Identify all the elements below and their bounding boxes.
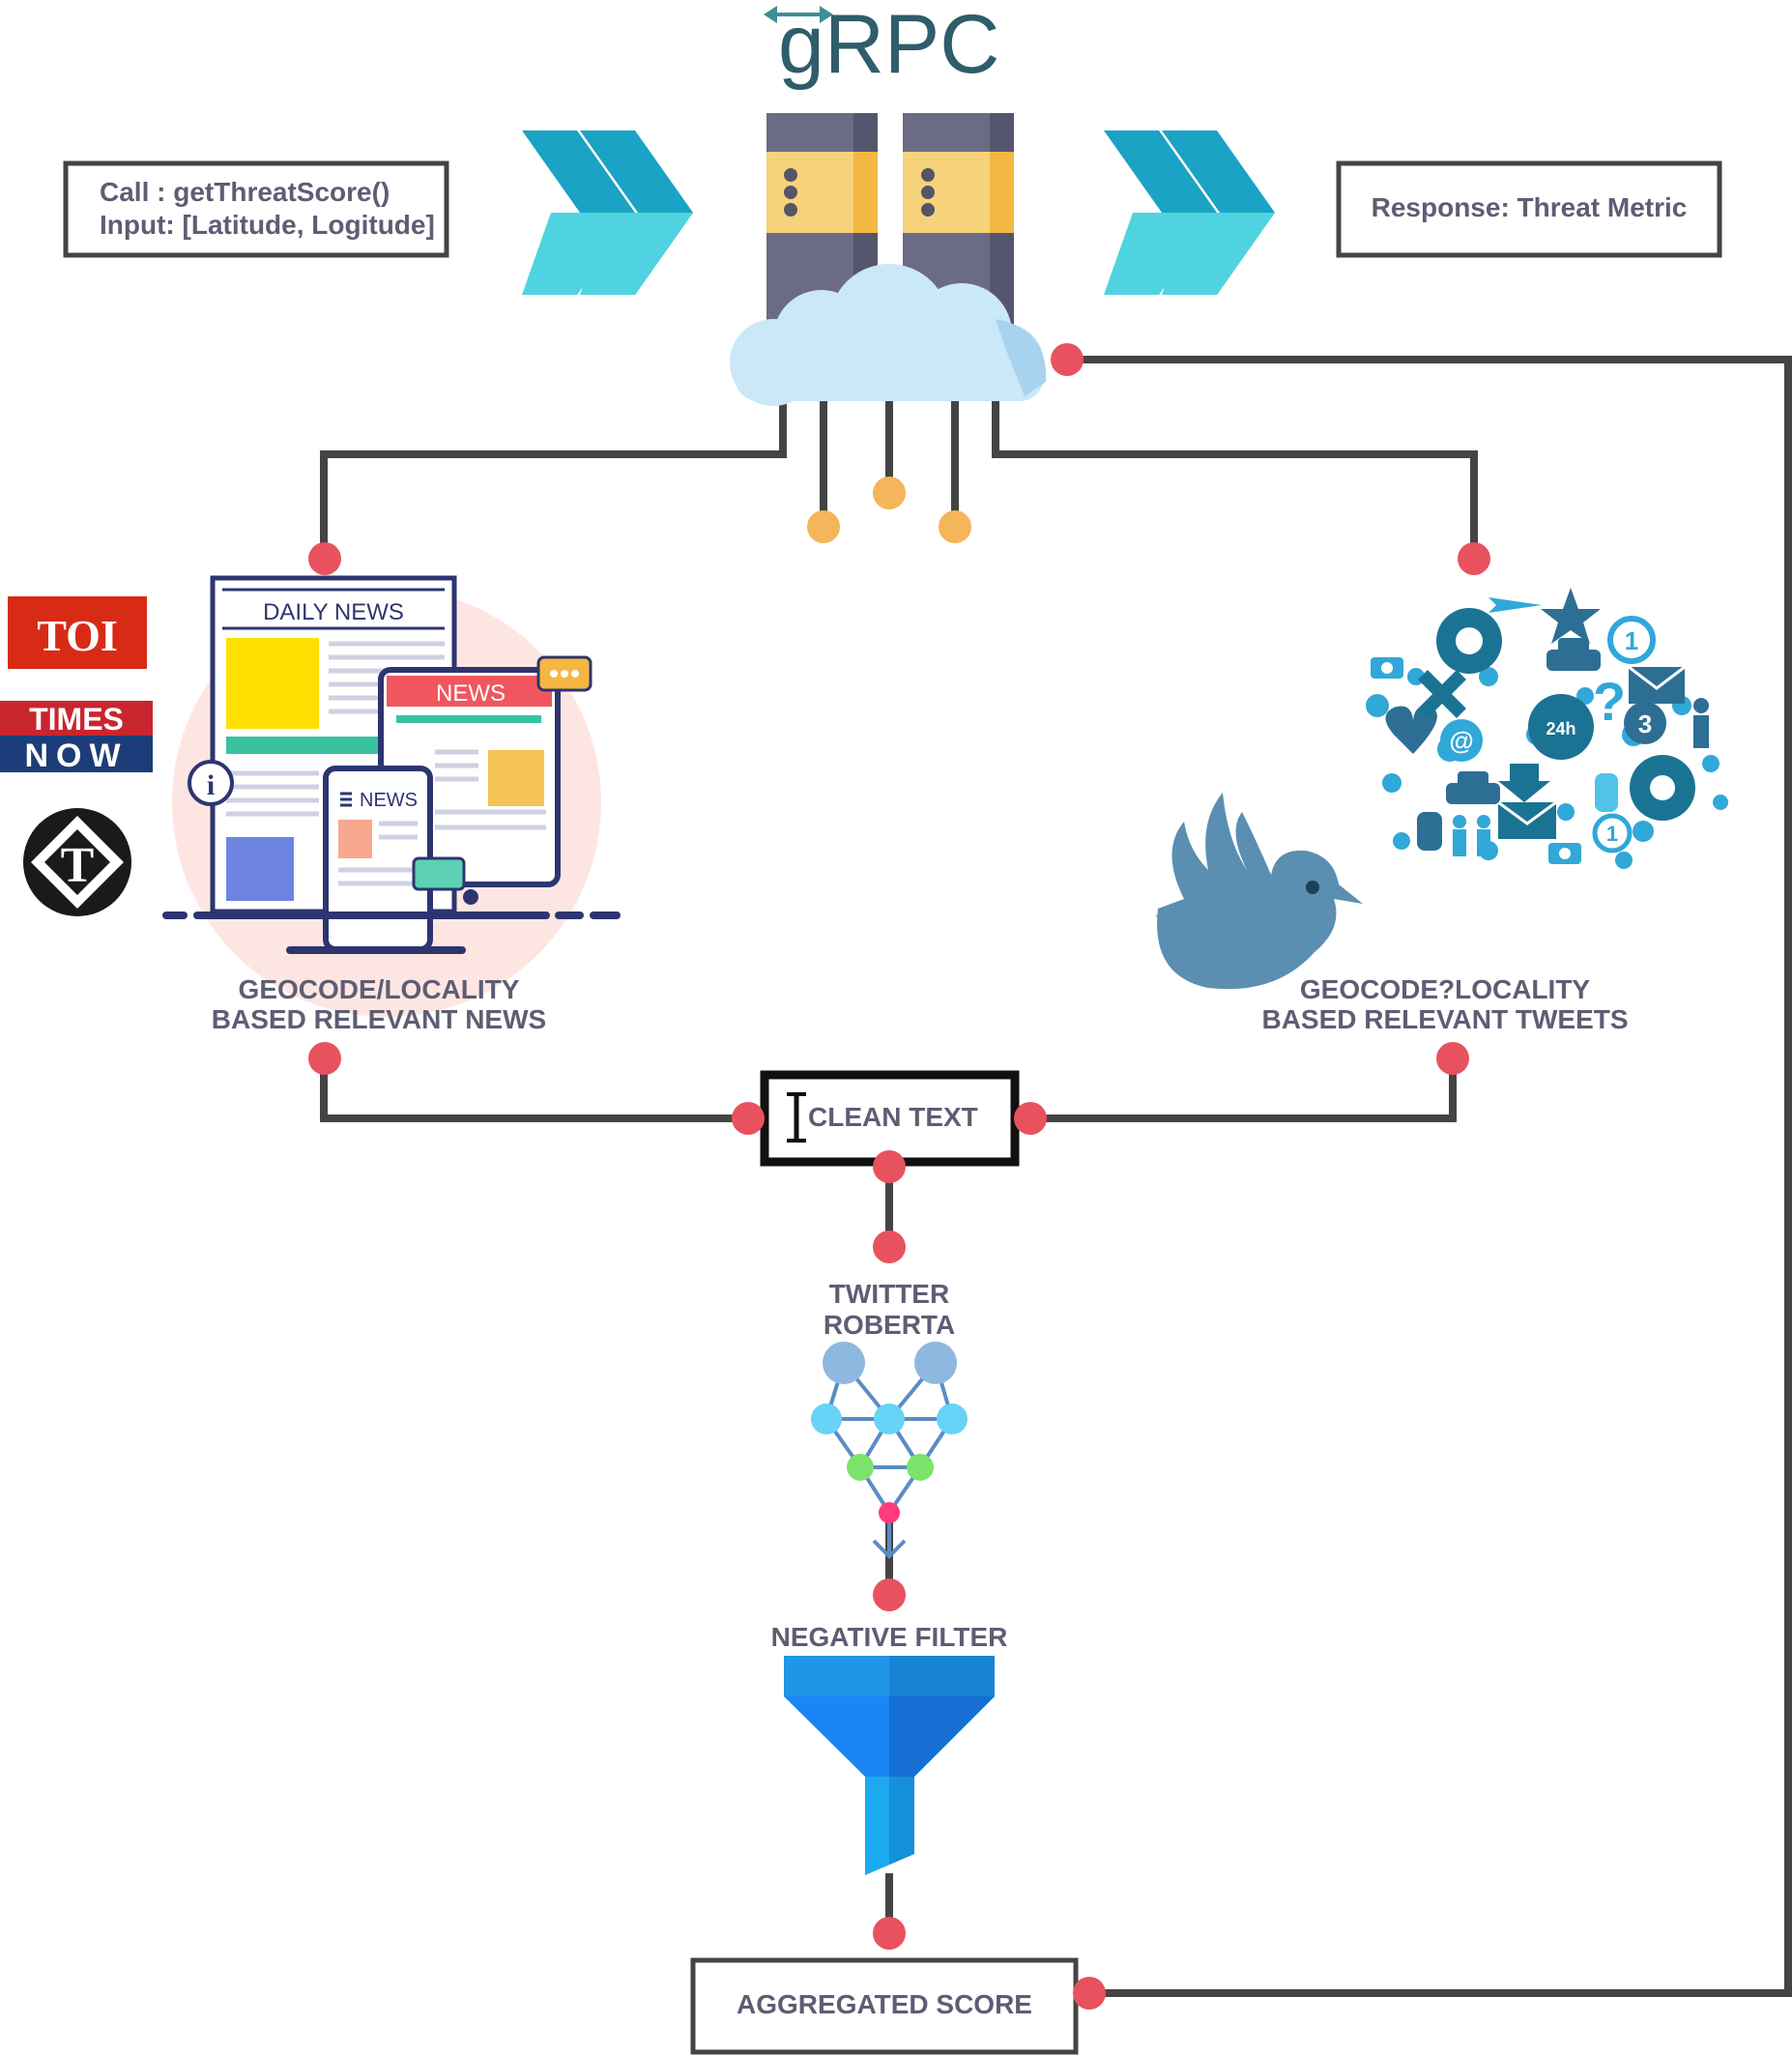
clean-text-box: CLEAN TEXT (760, 1070, 1020, 1167)
model-label-line2: ROBERTA (824, 1310, 955, 1340)
server-cloud-icon (730, 113, 1047, 543)
input-text: Input: [Latitude, Logitude] (100, 210, 435, 240)
person-icon (1453, 698, 1709, 856)
cross-icon (1418, 670, 1466, 718)
twitter-bird-icon (1155, 793, 1363, 990)
chevron-arrow-right-icon (1104, 130, 1275, 295)
clock-icon: 24h (1528, 694, 1594, 760)
phone-icon: NEWS (323, 766, 466, 952)
tweets-label-line1: GEOCODE?LOCALITY (1300, 974, 1591, 1004)
camera-icon (1371, 657, 1581, 864)
heart-icon (1385, 706, 1437, 754)
news-label-line1: GEOCODE/LOCALITY (239, 974, 520, 1004)
neural-network-icon (811, 1342, 968, 1559)
at-sign-icon: @ (1440, 719, 1483, 762)
clock-badge-text: 24h (1546, 719, 1575, 738)
svg-text:@: @ (1449, 726, 1473, 755)
response-box: Response: Threat Metric (1336, 160, 1722, 258)
aggregated-score-box: AGGREGATED SCORE (690, 1957, 1079, 2055)
car-icon (1446, 638, 1601, 804)
hand-icon (1417, 773, 1618, 851)
grpc-logo: gRPC (764, 0, 999, 91)
svg-text:3: 3 (1638, 709, 1652, 738)
grpc-logo-text: gRPC (778, 0, 999, 91)
model-label-line1: TWITTER (829, 1279, 949, 1309)
number-badge-icon: 1 3 1 (1592, 616, 1666, 854)
svg-text:?: ? (1593, 671, 1626, 732)
svg-text:i: i (207, 769, 215, 801)
news-illustration: DAILY NEWS NEWS (162, 575, 621, 1017)
info-icon: i (188, 760, 234, 806)
tweets-label-line2: BASED RELEVANT TWEETS (1261, 1004, 1628, 1034)
clean-text-label: CLEAN TEXT (808, 1102, 978, 1132)
call-box: Call : getThreatScore() Input: [Latitude… (63, 160, 449, 258)
mail-icon (1497, 665, 1686, 839)
chevron-arrow-left-icon (522, 130, 693, 295)
gear-icon (1436, 608, 1695, 821)
news-label-line2: BASED RELEVANT NEWS (212, 1004, 546, 1034)
call-text: Call : getThreatScore() (100, 177, 390, 207)
toi-logo-text: TOI (37, 611, 118, 660)
airplane-icon (1489, 597, 1542, 613)
phone-title: NEWS (360, 790, 418, 811)
newspaper-title: DAILY NEWS (263, 599, 404, 625)
svg-text:1: 1 (1625, 626, 1638, 655)
download-icon (1498, 764, 1550, 802)
times-now-logo: TIMES NOW (0, 701, 153, 774)
toi-logo: TOI (8, 596, 147, 669)
telegraph-logo: T (23, 808, 131, 916)
star-icon (1541, 588, 1601, 644)
tablet-title: NEWS (436, 680, 506, 707)
filter-label: NEGATIVE FILTER (771, 1622, 1008, 1652)
svg-text:1: 1 (1606, 822, 1618, 846)
double-arrow-icon (764, 6, 833, 23)
svg-text:T: T (61, 838, 95, 893)
times-logo-text: TIMES (29, 702, 124, 737)
aggregated-score-label: AGGREGATED SCORE (737, 1989, 1032, 2019)
connector-dots (308, 343, 1490, 2010)
social-media-icons-cloud: 24h ? 1 3 1 @ (1155, 588, 1728, 990)
now-logo-text: NOW (24, 738, 128, 774)
question-icon: ? (1593, 671, 1626, 732)
response-text: Response: Threat Metric (1372, 192, 1688, 222)
funnel-icon (784, 1656, 995, 1875)
text-cursor-icon (787, 1092, 806, 1143)
